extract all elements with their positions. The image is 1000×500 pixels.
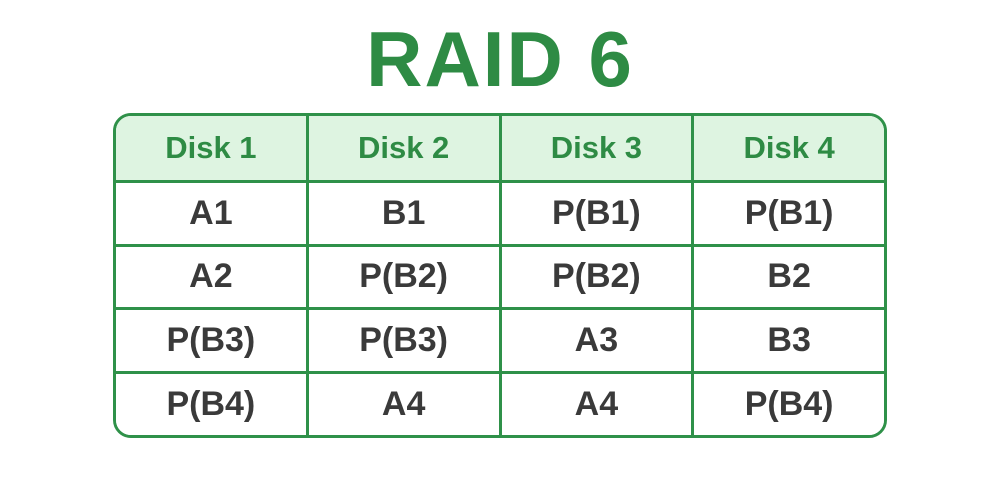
table-header-row: Disk 1 Disk 2 Disk 3 Disk 4 [116,116,884,180]
table-cell: P(B3) [305,307,499,372]
table-cell: P(B2) [498,243,692,308]
table-cell: A3 [498,307,692,372]
column-header-disk2: Disk 2 [305,116,499,180]
column-header-disk3: Disk 3 [498,116,692,180]
raid6-table: Disk 1 Disk 2 Disk 3 Disk 4 A1 B1 P(B1) … [113,113,887,438]
table-row: P(B4) A4 A4 P(B4) [116,371,884,435]
column-header-disk4: Disk 4 [691,116,884,180]
table-cell: P(B1) [691,179,884,244]
column-header-disk1: Disk 1 [116,116,306,180]
table-cell: A2 [116,243,306,308]
table-cell: P(B4) [691,371,884,435]
table-cell: P(B4) [116,371,306,435]
table-cell: B1 [305,179,499,244]
table-row: P(B3) P(B3) A3 B3 [116,307,884,372]
table-cell: B3 [691,307,884,372]
table-cell: A1 [116,179,306,244]
page-title: RAID 6 [366,15,634,103]
table-row: A1 B1 P(B1) P(B1) [116,179,884,244]
table-cell: B2 [691,243,884,308]
table-row: A2 P(B2) P(B2) B2 [116,243,884,308]
table-cell: P(B1) [498,179,692,244]
table-cell: A4 [305,371,499,435]
table-cell: P(B2) [305,243,499,308]
table-cell: P(B3) [116,307,306,372]
table-cell: A4 [498,371,692,435]
